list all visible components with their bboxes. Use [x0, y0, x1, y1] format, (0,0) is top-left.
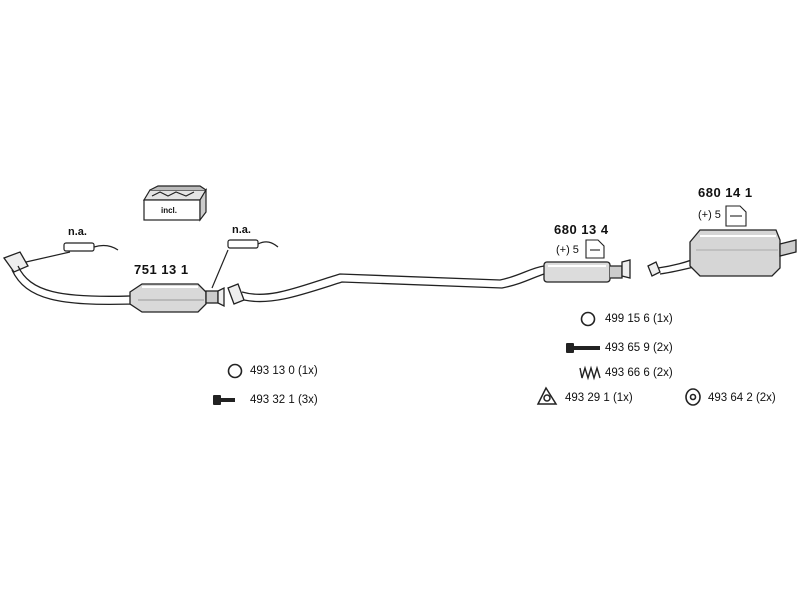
center-silencer-shape — [543, 259, 631, 283]
middle-pipe — [227, 265, 545, 305]
rear-sensor-label: n.a. — [232, 224, 251, 236]
spring-icon — [579, 365, 601, 381]
front-pipe — [2, 251, 133, 305]
rear-door-marker — [725, 205, 747, 227]
hardware-label-left-1: 493 13 0 (1x) — [250, 365, 318, 377]
rear-sensor — [211, 239, 279, 289]
part-number-center-silencer: 680 13 4 — [554, 222, 609, 237]
flange-gasket-icon — [536, 386, 558, 405]
rear-silencer-shape — [647, 229, 797, 277]
catalytic-converter-shape — [129, 283, 225, 313]
hardware-label-bottom-1: 493 29 1 (1x) — [565, 392, 633, 404]
hardware-label-right-3: 493 66 6 (2x) — [605, 367, 673, 379]
center-door-marker — [585, 239, 605, 259]
long-bolt-icon — [566, 343, 600, 353]
part-number-catalytic: 751 13 1 — [134, 262, 189, 277]
hardware-label-right-2: 493 65 9 (2x) — [605, 342, 673, 354]
front-sensor-label: n.a. — [68, 226, 87, 238]
kit-box — [142, 185, 208, 222]
ring-gasket-icon — [580, 311, 596, 327]
hardware-label-left-2: 493 32 1 (3x) — [250, 394, 318, 406]
center-door-label: (+) 5 — [556, 244, 579, 256]
kit-box-label: incl. — [161, 206, 178, 215]
bolt-icon — [213, 395, 235, 405]
rear-door-label: (+) 5 — [698, 209, 721, 221]
ring-gasket-icon — [227, 363, 243, 379]
part-number-rear-silencer: 680 14 1 — [698, 185, 753, 200]
hardware-label-right-1: 499 15 6 (1x) — [605, 313, 673, 325]
rubber-hanger-icon — [685, 388, 701, 406]
front-sensor — [25, 242, 119, 263]
hardware-label-bottom-2: 493 64 2 (2x) — [708, 392, 776, 404]
